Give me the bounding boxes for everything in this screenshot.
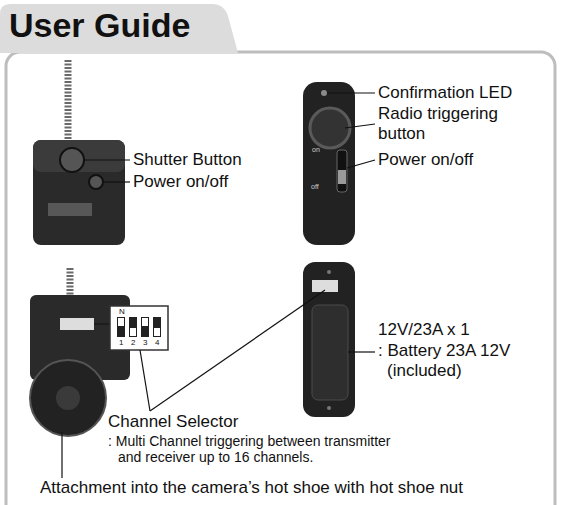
coiled-cable bbox=[67, 268, 74, 298]
confirmation-led bbox=[321, 90, 327, 96]
dip-switch bbox=[60, 318, 94, 330]
receiver-top-face bbox=[33, 140, 125, 172]
screw bbox=[327, 270, 331, 274]
leader-line bbox=[347, 160, 375, 168]
note-text: : Multi Channel triggering between trans… bbox=[108, 433, 408, 465]
hot-shoe-nut-center bbox=[56, 386, 80, 410]
power-button bbox=[89, 175, 103, 189]
leader-line bbox=[150, 290, 325, 411]
part-label: Power on/off bbox=[378, 150, 473, 170]
transmitter-body bbox=[303, 82, 355, 245]
leader-line bbox=[103, 181, 130, 182]
leader-line bbox=[140, 350, 150, 411]
shutter-button bbox=[60, 148, 84, 172]
dip-switch-knob bbox=[118, 318, 124, 326]
part-label: Shutter Button bbox=[133, 150, 242, 170]
leader-line bbox=[327, 92, 375, 93]
dip-number: 2 bbox=[131, 338, 135, 347]
transmitter-back bbox=[303, 262, 355, 417]
power-switch bbox=[337, 150, 347, 192]
switch-marking: on bbox=[312, 146, 320, 154]
logo-plate bbox=[48, 203, 92, 216]
dip-number: 4 bbox=[155, 338, 159, 347]
battery-cover bbox=[312, 305, 348, 400]
trigger-button bbox=[310, 108, 350, 148]
hot-shoe-nut bbox=[30, 360, 106, 436]
switch-marking: off bbox=[311, 183, 319, 191]
dip-switch-slot bbox=[141, 317, 149, 337]
guide-title: User Guide bbox=[9, 6, 190, 45]
part-label: Radio triggering button bbox=[378, 104, 528, 143]
part-label: Attachment into the camera’s hot shoe wi… bbox=[40, 478, 463, 498]
leader-line bbox=[61, 432, 62, 478]
title-tab bbox=[0, 4, 238, 53]
dip-switch-knob bbox=[130, 328, 136, 336]
dip-zoom-box bbox=[110, 306, 168, 350]
dip-switch-slot bbox=[129, 317, 137, 337]
zoom-line bbox=[94, 324, 110, 325]
leader-line bbox=[345, 124, 375, 128]
spec-label: : Battery 23A 12V (included) bbox=[378, 341, 552, 380]
dip-switch-slot bbox=[117, 317, 125, 337]
dip-number: 1 bbox=[119, 338, 123, 347]
guide-frame bbox=[6, 52, 555, 505]
coiled-cable bbox=[65, 60, 72, 142]
screw bbox=[327, 406, 331, 410]
dip-switch-knob bbox=[154, 328, 160, 336]
part-label: Confirmation LED bbox=[378, 83, 512, 103]
dip-switch-knob bbox=[142, 318, 148, 326]
dip-marking: N bbox=[119, 307, 125, 316]
switch-knob bbox=[338, 170, 346, 184]
spec-label: 12V/23A x 1 bbox=[378, 320, 470, 340]
leader-line bbox=[84, 159, 130, 160]
receiver-body bbox=[33, 140, 125, 245]
dip-number: 3 bbox=[143, 338, 147, 347]
leader-line bbox=[348, 351, 375, 352]
part-label: Power on/off bbox=[133, 172, 228, 192]
part-label: Channel Selector bbox=[108, 412, 238, 432]
dip-switch-slot bbox=[153, 317, 161, 337]
